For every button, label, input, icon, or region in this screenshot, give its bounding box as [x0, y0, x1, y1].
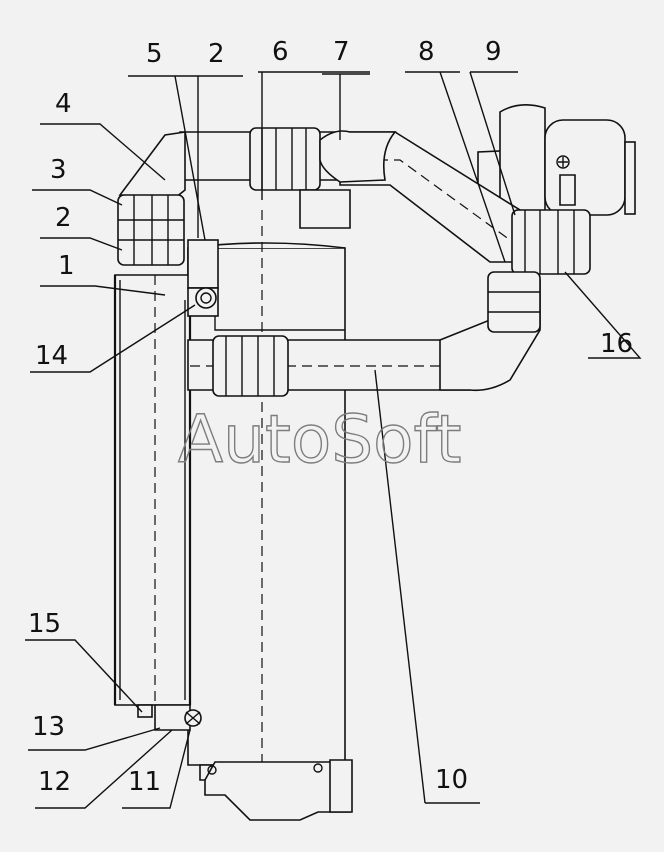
upper-pipe [118, 127, 591, 275]
callout-10: 10 [435, 765, 468, 795]
callout-2-left: 2 [55, 203, 72, 233]
callout-13: 13 [32, 712, 65, 742]
callout-2-top: 2 [208, 39, 225, 69]
lower-pipe [187, 271, 541, 397]
callout-3: 3 [50, 155, 67, 185]
callout-11: 11 [128, 767, 161, 797]
clamp-5-14 [187, 239, 219, 317]
callout-9: 9 [485, 37, 502, 67]
callout-1: 1 [58, 251, 75, 281]
callout-12: 12 [38, 767, 71, 797]
callout-numbers: 5 2 6 7 8 9 4 3 2 1 14 16 15 13 12 11 10 [28, 37, 633, 797]
callout-5: 5 [146, 39, 163, 69]
callout-15: 15 [28, 609, 61, 639]
callout-4: 4 [55, 89, 72, 119]
watermark: AutoSoft [178, 401, 461, 478]
callout-7: 7 [333, 37, 350, 67]
leader-lines [25, 71, 642, 809]
callout-16: 16 [600, 329, 633, 359]
left-couplings [117, 194, 185, 266]
callout-8: 8 [418, 37, 435, 67]
callout-14: 14 [35, 341, 68, 371]
callout-6: 6 [272, 37, 289, 67]
radiator-tank [113, 274, 202, 731]
